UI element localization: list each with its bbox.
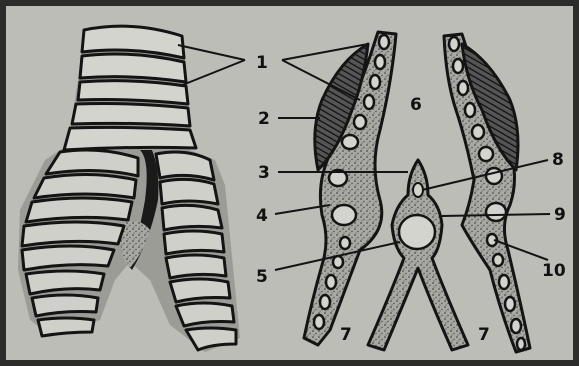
trachea-ring [78, 81, 188, 104]
cartilage [479, 147, 493, 161]
carina-cartilage [399, 215, 435, 249]
bronchus-ring [22, 222, 124, 246]
bronchus-ring [34, 174, 136, 198]
carina-small-cartilage [413, 183, 423, 197]
cartilage [465, 103, 475, 117]
cartilage [499, 275, 509, 289]
cartilage [379, 35, 389, 49]
cartilage [340, 237, 350, 249]
label-8: 8 [552, 150, 564, 170]
trachea-ring [80, 54, 186, 82]
cartilage [333, 256, 343, 268]
label-2: 2 [258, 109, 270, 129]
label-9: 9 [554, 205, 566, 225]
label-1: 1 [256, 53, 268, 73]
bronchus-ring [38, 318, 94, 336]
bronchus-ring [160, 179, 218, 204]
cartilage [375, 55, 385, 69]
cartilage [493, 254, 503, 266]
cartilage [505, 297, 515, 311]
label-4: 4 [256, 206, 268, 226]
label-3: 3 [258, 163, 270, 183]
cartilage [486, 203, 506, 221]
cartilage [354, 115, 366, 129]
bronchus-ring [166, 255, 226, 278]
cartilage [370, 75, 380, 89]
cartilage [511, 319, 521, 333]
cartilage [453, 59, 463, 73]
bronchus-ring [32, 295, 98, 316]
label-7-right: 7 [478, 325, 490, 345]
label-5: 5 [256, 267, 268, 287]
cartilage [458, 81, 468, 95]
cartilage [486, 168, 502, 184]
cartilage [364, 95, 374, 109]
trachea-ring [72, 104, 190, 127]
bronchus-ring [170, 279, 230, 302]
cartilage [517, 338, 525, 350]
trachea-ring [64, 127, 196, 150]
label-10: 10 [542, 261, 566, 281]
cartilage [332, 205, 356, 225]
cartilage [449, 37, 459, 51]
cartilage [314, 315, 324, 329]
label-6: 6 [410, 95, 422, 115]
bronchus-ring [176, 303, 234, 326]
cartilage [342, 135, 358, 149]
label-7-left: 7 [340, 325, 352, 345]
bronchus-ring [164, 231, 224, 254]
bronchus-ring [26, 198, 132, 222]
cartilage [326, 275, 336, 289]
cartilage [320, 295, 330, 309]
bronchus-ring [162, 205, 222, 230]
bronchus-ring [22, 246, 114, 270]
trachea-rings [64, 26, 196, 150]
cartilage [472, 125, 484, 139]
